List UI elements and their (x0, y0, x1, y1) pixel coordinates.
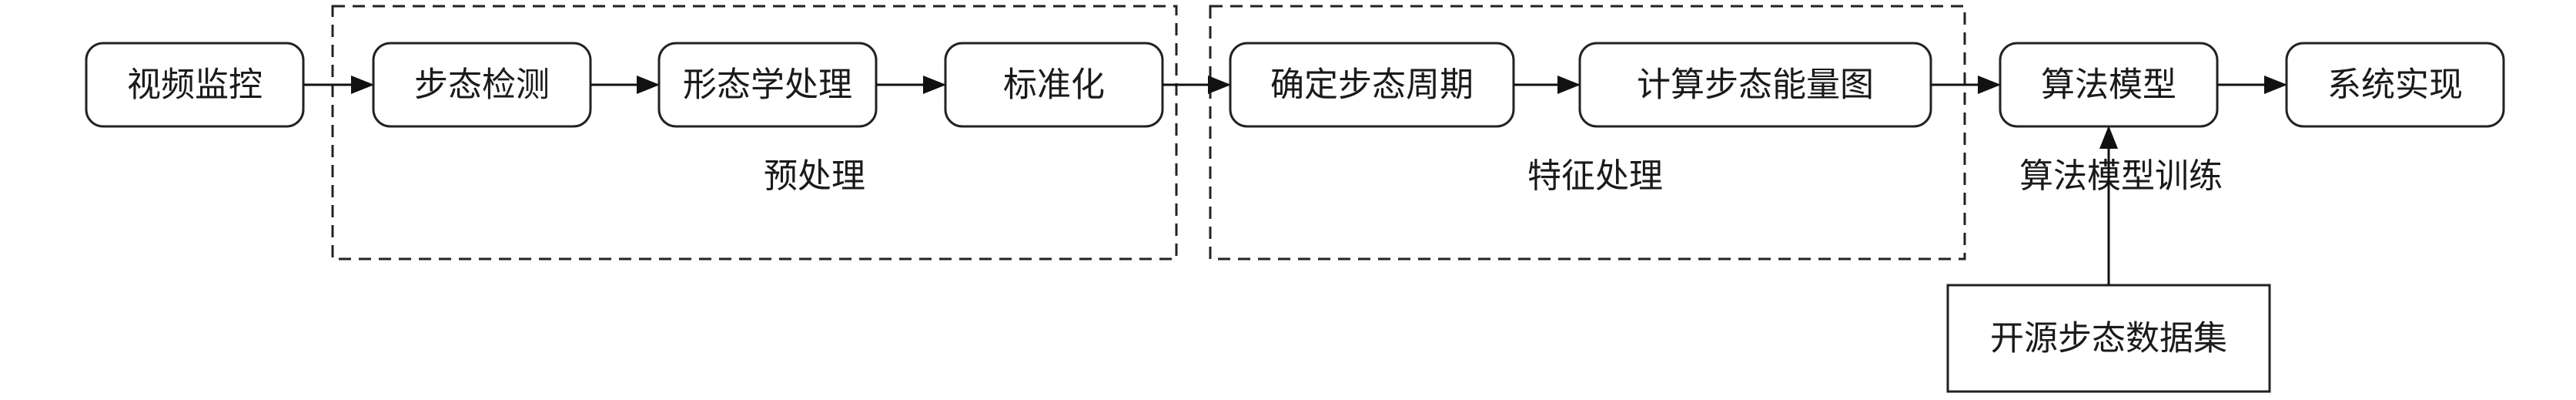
node-system-impl-label: 系统实现 (2327, 66, 2463, 105)
node-gait-detection: 步态检测 (372, 42, 592, 128)
node-morphology-label: 形态学处理 (683, 66, 852, 105)
preprocessing-group (331, 5, 1178, 261)
node-video-monitor-label: 视频监控 (127, 66, 263, 105)
preprocessing-label: 预处理 (764, 156, 865, 196)
node-gait-period-label: 确定步态周期 (1270, 66, 1474, 105)
node-algorithm-model: 算法模型 (1999, 42, 2219, 128)
node-gait-detection-label: 步态检测 (414, 66, 550, 105)
node-normalization: 标准化 (944, 42, 1164, 128)
node-morphology: 形态学处理 (657, 42, 878, 128)
node-open-dataset-label: 开源步态数据集 (1990, 319, 2227, 358)
node-gait-energy: 计算步态能量图 (1578, 42, 1932, 128)
node-gait-period: 确定步态周期 (1229, 42, 1515, 128)
node-system-impl: 系统实现 (2285, 42, 2505, 128)
node-algorithm-model-label: 算法模型 (2041, 66, 2176, 105)
feature-processing-label: 特征处理 (1527, 156, 1663, 196)
feature-processing-group (1209, 5, 1966, 261)
model-training-label: 算法模型训练 (2019, 156, 2223, 196)
node-gait-energy-label: 计算步态能量图 (1637, 66, 1874, 105)
node-open-dataset: 开源步态数据集 (1946, 284, 2271, 393)
node-video-monitor: 视频监控 (85, 42, 305, 128)
node-normalization-label: 标准化 (1003, 66, 1105, 105)
